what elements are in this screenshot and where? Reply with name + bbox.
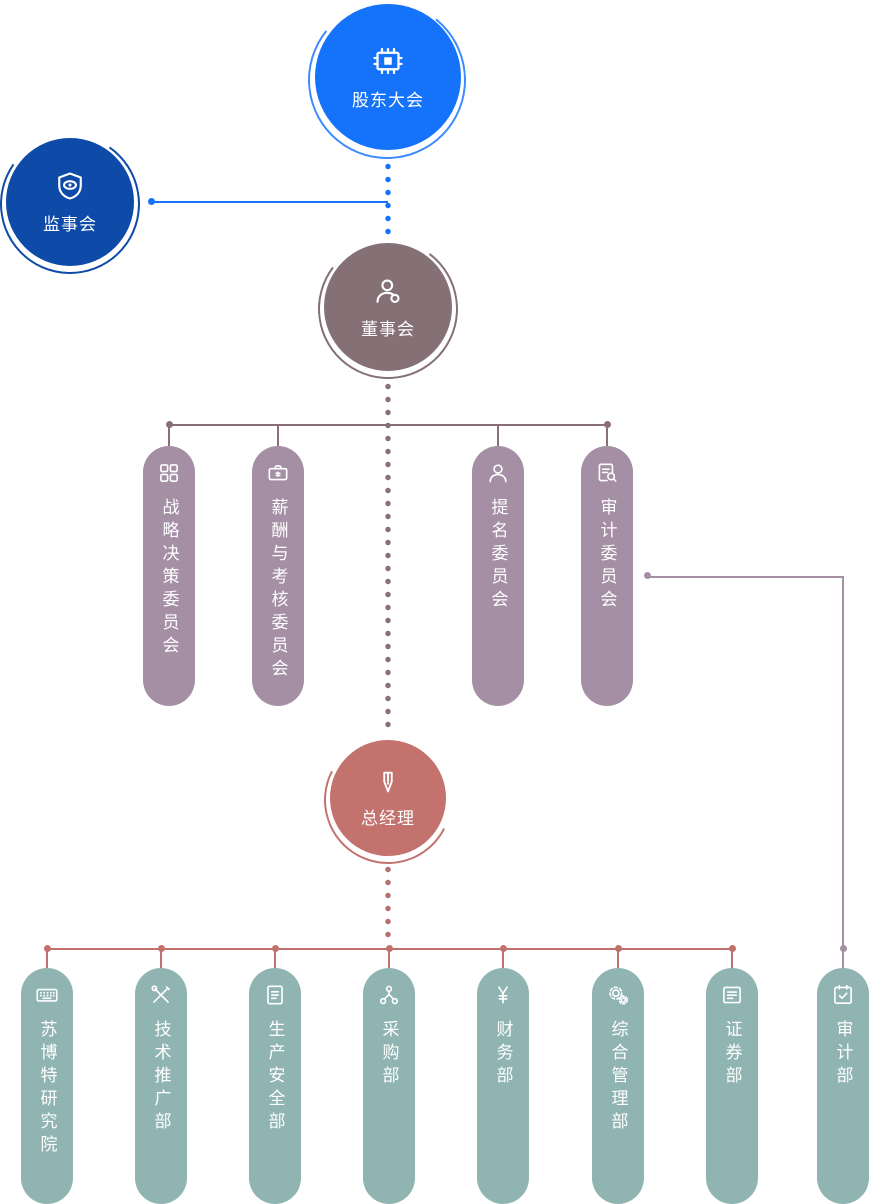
- connector-dot-dept-5: [500, 945, 507, 952]
- doc-lines-icon: [262, 982, 288, 1008]
- network-icon: [376, 982, 402, 1008]
- dept-finance: 财务部: [477, 968, 529, 1204]
- dept-label: 证券部: [722, 1020, 742, 1089]
- connector-shareholders-to-board: [385, 163, 391, 241]
- committee-strategic-decision: 战略决策委员会: [143, 446, 195, 706]
- connector-drop-dept-4: [388, 949, 390, 968]
- yen-icon: [490, 982, 516, 1008]
- node-label: 监事会: [43, 215, 97, 234]
- calendar-check-icon: [830, 982, 856, 1008]
- dept-procurement: 采购部: [363, 968, 415, 1204]
- node-general-manager: 总经理: [330, 740, 446, 856]
- decor-arc-supervisors: [0, 122, 152, 286]
- node-label: 总经理: [361, 809, 415, 828]
- dept-label: 技术推广部: [151, 1020, 171, 1135]
- dept-production-safety: 生产安全部: [249, 968, 301, 1204]
- dept-label: 财务部: [493, 1020, 513, 1089]
- dept-sbt-research-institute: 苏博特研究院: [21, 968, 73, 1204]
- dept-technology-promotion: 技术推广部: [135, 968, 187, 1204]
- decor-arc-gm: [307, 719, 469, 881]
- connector-dot-supervisors: [148, 198, 155, 205]
- committee-label: 提名委员会: [488, 498, 508, 613]
- committee-nomination: 提名委员会: [472, 446, 524, 706]
- committee-label: 审计委员会: [597, 498, 617, 613]
- dept-label: 审计部: [833, 1020, 853, 1089]
- connector-dot-committee-right: [604, 421, 611, 428]
- connector-dot-committee-left: [166, 421, 173, 428]
- connector-supervisors-line: [152, 201, 388, 203]
- dept-securities: 证券部: [706, 968, 758, 1204]
- connector-drop-committee-3: [497, 425, 499, 446]
- person-icon: [485, 460, 511, 486]
- keyboard-icon: [34, 982, 60, 1008]
- connector-committees-line: [169, 424, 607, 426]
- chip-icon: [370, 43, 406, 79]
- committee-label: 战略决策委员会: [159, 498, 179, 659]
- committee-remuneration-assessment: 薪酬与考核委员会: [252, 446, 304, 706]
- connector-drop-committee-1: [168, 425, 170, 446]
- committee-audit: 审计委员会: [581, 446, 633, 706]
- connector-drop-dept-2: [160, 949, 162, 968]
- connector-dot-dept-2: [158, 945, 165, 952]
- dept-label: 苏博特研究院: [37, 1020, 57, 1158]
- dept-audit: 审计部: [817, 968, 869, 1204]
- connector-dot-dept-1: [44, 945, 51, 952]
- shield-eye-icon: [53, 169, 87, 203]
- connector-drop-dept-3: [274, 949, 276, 968]
- doc-search-icon: [594, 460, 620, 486]
- gears-icon: [605, 982, 631, 1008]
- dept-label: 生产安全部: [265, 1020, 285, 1135]
- tools-icon: [148, 982, 174, 1008]
- committee-label: 薪酬与考核委员会: [268, 498, 288, 682]
- connector-audit-committee-branch-h: [648, 576, 844, 578]
- node-shareholders-meeting: 股东大会: [315, 4, 461, 150]
- node-label: 董事会: [361, 320, 415, 339]
- dept-general-management: 综合管理部: [592, 968, 644, 1204]
- dept-label: 综合管理部: [608, 1020, 628, 1135]
- decor-arc-shareholders: [300, 0, 474, 167]
- connector-dot-dept-6: [615, 945, 622, 952]
- connector-drop-dept-5: [502, 949, 504, 968]
- connector-drop-committee-2: [277, 425, 279, 446]
- connector-drop-dept-1: [46, 949, 48, 968]
- briefcase-icon: [265, 460, 291, 486]
- connector-drop-committee-4: [606, 425, 608, 446]
- connector-gm-to-departments: [385, 866, 391, 944]
- connector-audit-committee-branch-v: [842, 576, 844, 968]
- node-board-of-directors: 董事会: [324, 243, 452, 371]
- connector-dot-audit-start: [644, 572, 651, 579]
- connector-drop-dept-6: [617, 949, 619, 968]
- connector-dot-dept-4: [386, 945, 393, 952]
- certificate-icon: [719, 982, 745, 1008]
- node-board-of-supervisors: 监事会: [6, 138, 134, 266]
- dept-label: 采购部: [379, 1020, 399, 1089]
- person-gear-icon: [371, 274, 405, 308]
- grid-icon: [156, 460, 182, 486]
- connector-drop-dept-7: [731, 949, 733, 968]
- pen-icon: [373, 767, 403, 797]
- connector-dot-audit-end: [840, 945, 847, 952]
- connector-dot-dept-3: [272, 945, 279, 952]
- node-label: 股东大会: [352, 91, 424, 110]
- decor-arc-board: [308, 229, 468, 389]
- connector-board-to-gm: [385, 383, 391, 734]
- connector-dot-dept-7: [729, 945, 736, 952]
